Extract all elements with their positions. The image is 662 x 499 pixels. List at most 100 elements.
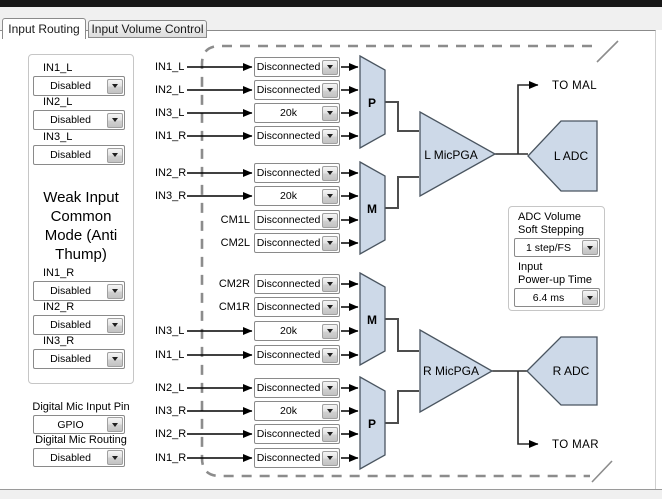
tab-input-volume-control[interactable]: Input Volume Control <box>88 20 207 38</box>
select-value: 20k <box>280 405 297 417</box>
select-value: Disabled <box>50 285 91 297</box>
r-adc-shape <box>526 336 598 406</box>
select-value: Disconnected <box>256 61 321 73</box>
weak-input-common-mode-note: Weak Input Common Mode (Anti Thump) <box>43 189 119 263</box>
dropdown-arrow-icon[interactable] <box>322 403 338 419</box>
routing-select[interactable]: Disconnected <box>254 126 340 146</box>
select-value: Disconnected <box>256 214 321 226</box>
dropdown-arrow-icon[interactable] <box>322 165 338 181</box>
dropdown-arrow-icon[interactable] <box>107 450 123 465</box>
dropdown-arrow-icon[interactable] <box>322 128 338 144</box>
routing-select[interactable]: Disconnected <box>254 424 340 444</box>
l-adc-label: L ADC <box>554 149 589 163</box>
dropdown-arrow-icon[interactable] <box>322 323 338 339</box>
dropdown-arrow-icon[interactable] <box>322 450 338 466</box>
signal-label: IN3_L <box>155 325 185 337</box>
routing-select[interactable]: Disconnected <box>254 163 340 183</box>
select-value: Disabled <box>50 114 91 126</box>
dropdown-arrow-icon[interactable] <box>322 82 338 98</box>
select-value: 1 step/FS <box>526 241 571 254</box>
diagram-row: IN1_R Disconnected <box>0 448 430 470</box>
routing-select[interactable]: Disconnected <box>254 233 340 253</box>
dropdown-arrow-icon[interactable] <box>322 235 338 251</box>
dropdown-arrow-icon[interactable] <box>322 426 338 442</box>
r-micpga-shape <box>419 328 494 414</box>
dropdown-arrow-icon[interactable] <box>322 105 338 121</box>
in2r-weak-input-select[interactable]: Disabled <box>33 315 125 335</box>
routing-select[interactable]: Disconnected <box>254 57 340 77</box>
signal-label: CM2R <box>218 278 250 290</box>
select-value: Disconnected <box>256 167 321 179</box>
input-label: IN3_L <box>43 131 73 143</box>
signal-label: IN1_L <box>155 349 185 361</box>
select-value: Disconnected <box>256 278 321 290</box>
routing-select[interactable]: 20k <box>254 186 340 206</box>
signal-label: IN1_R <box>155 130 187 142</box>
tab-bar: Input Routing Input Volume Control <box>0 7 662 39</box>
select-value: Disabled <box>50 319 91 331</box>
dropdown-arrow-icon[interactable] <box>107 78 123 94</box>
chip-boundary-dashed-border <box>200 44 592 478</box>
select-value: Disconnected <box>256 382 321 394</box>
select-value: Disabled <box>50 149 91 161</box>
dropdown-arrow-icon[interactable] <box>322 276 338 292</box>
diagram-row: IN2_R Disconnected <box>0 163 430 185</box>
diagram-row: IN2_L Disconnected <box>0 80 430 102</box>
routing-select[interactable]: Disconnected <box>254 345 340 365</box>
routing-select[interactable]: 20k <box>254 103 340 123</box>
boundary-break-slash-top <box>596 40 619 63</box>
input-label: IN2_L <box>43 96 73 108</box>
powerup-time-select[interactable]: 6.4 ms <box>514 288 600 307</box>
diagram-row: IN2_L Disconnected <box>0 378 430 400</box>
routing-select[interactable]: Disconnected <box>254 448 340 468</box>
mux-p-top-to-lpga-wire <box>385 101 419 132</box>
in1l-weak-input-select[interactable]: Disabled <box>33 76 125 96</box>
select-value: Disconnected <box>256 428 321 440</box>
tab-input-routing[interactable]: Input Routing <box>2 18 86 39</box>
digital-mic-routing-select[interactable]: Disabled <box>33 448 125 467</box>
dropdown-arrow-icon[interactable] <box>582 290 598 305</box>
dropdown-arrow-icon[interactable] <box>107 112 123 128</box>
dropdown-arrow-icon[interactable] <box>322 347 338 363</box>
input-label: IN3_R <box>43 335 75 347</box>
dropdown-arrow-icon[interactable] <box>322 188 338 204</box>
dropdown-arrow-icon[interactable] <box>107 317 123 333</box>
digital-mic-input-pin-select[interactable]: GPIO <box>33 415 125 434</box>
diagram-row: CM1L Disconnected <box>0 210 430 232</box>
in2l-weak-input-select[interactable]: Disabled <box>33 110 125 130</box>
diagram-row: CM2R Disconnected <box>0 274 430 296</box>
mux-input-arrows <box>341 63 359 462</box>
in3r-weak-input-select[interactable]: Disabled <box>33 349 125 369</box>
mux-m-top-label: M <box>367 202 377 216</box>
dropdown-arrow-icon[interactable] <box>322 212 338 228</box>
signal-label: IN3_R <box>155 190 187 202</box>
dropdown-arrow-icon[interactable] <box>322 59 338 75</box>
routing-select[interactable]: 20k <box>254 401 340 421</box>
routing-select[interactable]: Disconnected <box>254 274 340 294</box>
in1r-weak-input-select[interactable]: Disabled <box>33 281 125 301</box>
mux-m-top-to-lpga-wire <box>385 176 419 209</box>
select-value: 6.4 ms <box>532 291 565 304</box>
dropdown-arrow-icon[interactable] <box>107 147 123 163</box>
signal-label: IN1_L <box>155 61 185 73</box>
dropdown-arrow-icon[interactable] <box>107 351 123 367</box>
dropdown-arrow-icon[interactable] <box>322 299 338 315</box>
routing-select[interactable]: Disconnected <box>254 378 340 398</box>
dropdown-arrow-icon[interactable] <box>322 380 338 396</box>
in3l-weak-input-select[interactable]: Disabled <box>33 145 125 165</box>
select-value: Disabled <box>50 353 91 365</box>
routing-select[interactable]: Disconnected <box>254 210 340 230</box>
routing-select[interactable]: Disconnected <box>254 297 340 317</box>
routing-select[interactable]: 20k <box>254 321 340 341</box>
mux-m-bottom-label: M <box>367 313 377 327</box>
soft-stepping-select[interactable]: 1 step/FS <box>514 238 600 257</box>
routing-select[interactable]: Disconnected <box>254 80 340 100</box>
mux-p-top-label: P <box>368 96 376 110</box>
diagram-row: IN3_R 20k <box>0 186 430 208</box>
dropdown-arrow-icon[interactable] <box>582 240 598 255</box>
to-mar-arrow <box>517 371 539 448</box>
dropdown-arrow-icon[interactable] <box>107 283 123 299</box>
dropdown-arrow-icon[interactable] <box>107 417 123 432</box>
